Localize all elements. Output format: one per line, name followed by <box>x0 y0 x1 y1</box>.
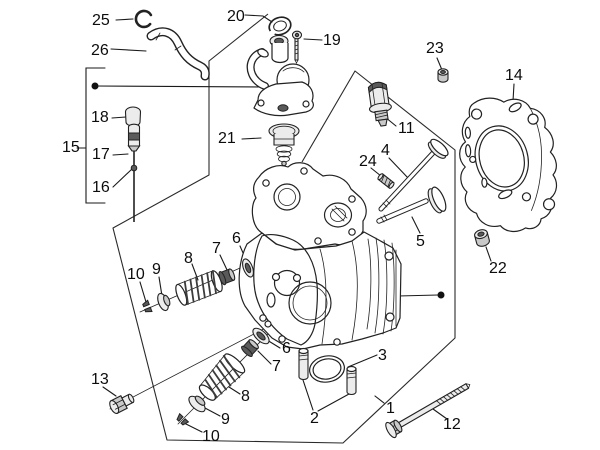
callout-13: 13 <box>91 371 109 388</box>
callout-2: 2 <box>310 410 319 427</box>
callout-9-upper: 9 <box>152 261 161 278</box>
group-outline-sheet <box>112 13 456 444</box>
callout-14: 14 <box>505 67 523 84</box>
callout-8-lower: 8 <box>241 388 250 405</box>
callout-11: 11 <box>398 120 415 137</box>
callout-7-lower: 7 <box>272 358 281 375</box>
o-ring-drawing <box>309 355 345 383</box>
callout-5: 5 <box>416 233 425 250</box>
callout-16: 16 <box>92 179 110 196</box>
temperature-sensor-drawing <box>367 81 392 127</box>
callout-20: 20 <box>227 8 245 25</box>
callout-9-lower: 9 <box>221 411 230 428</box>
valve-seal-lower-drawing <box>241 339 259 357</box>
callout-4: 4 <box>381 142 390 159</box>
valve-cotters-upper-drawing <box>142 299 153 313</box>
callout-7-upper: 7 <box>212 240 221 257</box>
threaded-dowel-24-drawing <box>377 173 395 189</box>
callout-6-lower: 6 <box>282 340 291 357</box>
callout-21: 21 <box>218 130 236 147</box>
head-bolt-drawing <box>385 382 471 439</box>
thermostat-cover-assembly-drawing <box>246 16 314 117</box>
valve-spring-upper-drawing <box>175 270 223 306</box>
callout-17: 17 <box>92 146 110 163</box>
spring-retainer-upper-drawing <box>157 292 171 312</box>
needle-clip-16 <box>130 164 138 172</box>
spring-washer-lower-drawing <box>252 327 270 345</box>
valve-5-drawing <box>376 186 447 224</box>
studs-drawing <box>298 347 357 396</box>
small-bushing-23-drawing <box>437 68 449 83</box>
sensor-needle-group-drawing <box>124 106 142 222</box>
callout-12: 12 <box>443 416 461 433</box>
valve-spring-lower-drawing <box>198 353 246 401</box>
plug-13-drawing <box>109 393 135 414</box>
callout-10-upper: 10 <box>127 266 145 283</box>
assembly-reference-line-right <box>397 291 445 299</box>
callout-1: 1 <box>386 400 395 417</box>
valve-seal-upper-drawing <box>218 268 236 286</box>
cylinder-head-drawing <box>238 162 402 350</box>
callout-22: 22 <box>489 260 507 277</box>
valve-cotters-lower-drawing <box>176 412 190 426</box>
callout-19: 19 <box>323 32 341 49</box>
leader-lines <box>102 14 515 433</box>
callout-10-lower: 10 <box>202 428 220 445</box>
callout-15: 15 <box>62 139 80 156</box>
thermostat-drawing <box>268 123 300 167</box>
callout-25: 25 <box>92 12 110 29</box>
dowel-bushing-22-drawing <box>474 229 490 247</box>
callout-3: 3 <box>378 347 387 364</box>
callout-24: 24 <box>359 153 377 170</box>
callout-18: 18 <box>91 109 109 126</box>
callout-6-upper: 6 <box>232 230 241 247</box>
hose-clamp-clip-drawing <box>134 9 153 29</box>
spring-washer-upper-drawing <box>242 258 254 278</box>
assembly-reference-line-left <box>91 82 268 90</box>
callout-26: 26 <box>91 42 109 59</box>
group-bracket-15 <box>76 67 106 204</box>
head-gasket-drawing <box>459 97 558 233</box>
spring-retainer-lower-drawing <box>188 395 206 413</box>
callout-23: 23 <box>426 40 444 57</box>
callout-8-upper: 8 <box>184 250 193 267</box>
cover-screw-drawing <box>291 30 303 64</box>
valve-4-drawing <box>378 138 449 212</box>
breather-hose-drawing <box>146 27 210 81</box>
